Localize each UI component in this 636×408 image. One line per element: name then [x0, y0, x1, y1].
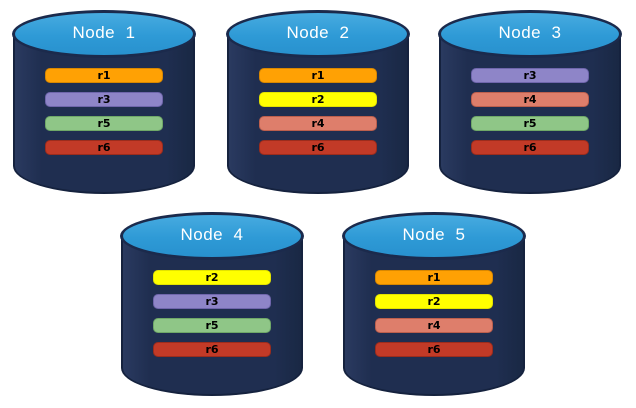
replica-list: r2 r3 r5 r6: [120, 270, 304, 357]
replica-bar-r6: r6: [375, 342, 493, 357]
db-node-5: Node 5 r1 r2 r4 r6: [342, 212, 526, 398]
database-cylinder-top-ellipse: [226, 10, 410, 58]
replica-bar-r6: r6: [259, 140, 377, 155]
replica-bar-r1: r1: [259, 68, 377, 83]
replica-bar-r3: r3: [45, 92, 163, 107]
replica-bar-r1: r1: [375, 270, 493, 285]
replica-bar-r4: r4: [471, 92, 589, 107]
replica-list: r3 r4 r5 r6: [438, 68, 622, 155]
replica-list: r1 r2 r4 r6: [226, 68, 410, 155]
replica-bar-r6: r6: [153, 342, 271, 357]
replica-list: r1 r3 r5 r6: [12, 68, 196, 155]
replica-bar-r5: r5: [471, 116, 589, 131]
replica-bar-r5: r5: [153, 318, 271, 333]
database-cylinder-body: [121, 235, 303, 396]
replica-bar-r2: r2: [375, 294, 493, 309]
replica-bar-r6: r6: [45, 140, 163, 155]
replica-bar-r3: r3: [153, 294, 271, 309]
database-cylinder-body: [13, 33, 195, 194]
database-cylinder-body: [343, 235, 525, 396]
database-cylinder-top-ellipse: [12, 10, 196, 58]
replica-bar-r2: r2: [153, 270, 271, 285]
db-node-4: Node 4 r2 r3 r5 r6: [120, 212, 304, 398]
replica-list: r1 r2 r4 r6: [342, 270, 526, 357]
node-label: Node 1: [72, 23, 136, 42]
replica-bar-r3: r3: [471, 68, 589, 83]
db-node-1: Node 1 r1 r3 r5 r6: [12, 10, 196, 196]
node-label: Node 5: [402, 225, 466, 244]
node-label: Node 3: [498, 23, 562, 42]
replica-bar-r4: r4: [259, 116, 377, 131]
database-cylinder-top-ellipse: [342, 212, 526, 260]
database-cylinder-body: [227, 33, 409, 194]
replica-bar-r5: r5: [45, 116, 163, 131]
database-cylinder-top-ellipse: [438, 10, 622, 58]
node-label: Node 4: [180, 225, 244, 244]
replica-bar-r2: r2: [259, 92, 377, 107]
replica-bar-r6: r6: [471, 140, 589, 155]
replica-bar-r4: r4: [375, 318, 493, 333]
db-node-2: Node 2 r1 r2 r4 r6: [226, 10, 410, 196]
database-cylinder-top-ellipse: [120, 212, 304, 260]
replica-bar-r1: r1: [45, 68, 163, 83]
database-cylinder-body: [439, 33, 621, 194]
db-node-3: Node 3 r3 r4 r5 r6: [438, 10, 622, 196]
node-label: Node 2: [286, 23, 350, 42]
